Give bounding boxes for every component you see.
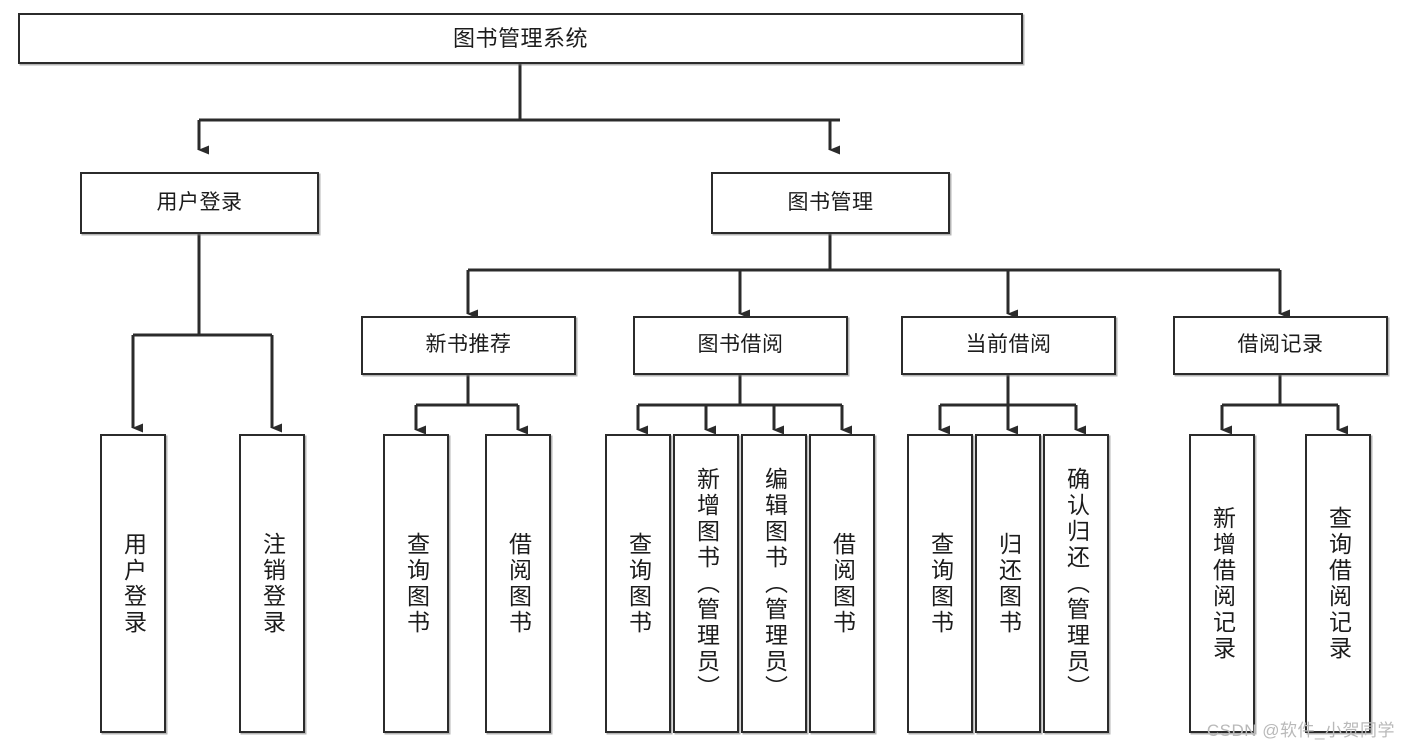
leaf-record-add-borrow-record[interactable]: 新增借阅记录 bbox=[1189, 434, 1255, 733]
leaf-label: 借阅图书 bbox=[505, 531, 532, 636]
leaf-borrow-borrow-book[interactable]: 借阅图书 bbox=[809, 434, 875, 733]
node-user-login[interactable]: 用户登录 bbox=[80, 172, 319, 234]
csdn-watermark: CSDN @软件_小贺同学 bbox=[1206, 721, 1395, 740]
leaf-user-login-logout[interactable]: 注销登录 bbox=[239, 434, 305, 733]
node-borrow-record-label: 借阅记录 bbox=[1237, 333, 1324, 357]
leaf-borrow-edit-book-admin[interactable]: 编辑图书（管理员） bbox=[741, 434, 807, 733]
leaf-current-query-book[interactable]: 查询图书 bbox=[907, 434, 973, 733]
leaf-label: 查询图书 bbox=[625, 531, 652, 636]
leaf-user-login-login[interactable]: 用户登录 bbox=[100, 434, 166, 733]
leaf-label: 确认归还（管理员） bbox=[1063, 466, 1090, 701]
node-root-book-management-system[interactable]: 图书管理系统 bbox=[18, 13, 1023, 64]
leaf-label: 新增图书（管理员） bbox=[693, 466, 720, 701]
node-book-management[interactable]: 图书管理 bbox=[711, 172, 950, 234]
node-new-book-recommend[interactable]: 新书推荐 bbox=[361, 316, 576, 375]
leaf-label: 编辑图书（管理员） bbox=[761, 466, 788, 701]
leaf-label: 新增借阅记录 bbox=[1209, 505, 1236, 662]
leaf-label: 借阅图书 bbox=[829, 531, 856, 636]
leaf-label: 归还图书 bbox=[995, 531, 1022, 636]
leaf-label: 注销登录 bbox=[259, 531, 286, 636]
leaf-record-query-borrow-record[interactable]: 查询借阅记录 bbox=[1305, 434, 1371, 733]
leaf-new-book-borrow-book[interactable]: 借阅图书 bbox=[485, 434, 551, 733]
node-new-book-recommend-label: 新书推荐 bbox=[425, 333, 512, 357]
node-current-borrow[interactable]: 当前借阅 bbox=[901, 316, 1116, 375]
node-current-borrow-label: 当前借阅 bbox=[965, 333, 1052, 357]
leaf-label: 查询图书 bbox=[403, 531, 430, 636]
leaf-new-book-query-book[interactable]: 查询图书 bbox=[383, 434, 449, 733]
node-book-management-label: 图书管理 bbox=[787, 190, 874, 214]
leaf-borrow-query-book[interactable]: 查询图书 bbox=[605, 434, 671, 733]
node-book-borrow[interactable]: 图书借阅 bbox=[633, 316, 848, 375]
leaf-current-return-book[interactable]: 归还图书 bbox=[975, 434, 1041, 733]
leaf-label: 查询图书 bbox=[927, 531, 954, 636]
node-book-borrow-label: 图书借阅 bbox=[697, 333, 784, 357]
node-borrow-record[interactable]: 借阅记录 bbox=[1173, 316, 1388, 375]
node-root-label: 图书管理系统 bbox=[452, 25, 588, 51]
leaf-current-confirm-return-admin[interactable]: 确认归还（管理员） bbox=[1043, 434, 1109, 733]
leaf-label: 查询借阅记录 bbox=[1325, 505, 1352, 662]
leaf-borrow-add-book-admin[interactable]: 新增图书（管理员） bbox=[673, 434, 739, 733]
node-user-login-label: 用户登录 bbox=[156, 190, 243, 214]
leaf-label: 用户登录 bbox=[120, 531, 147, 636]
